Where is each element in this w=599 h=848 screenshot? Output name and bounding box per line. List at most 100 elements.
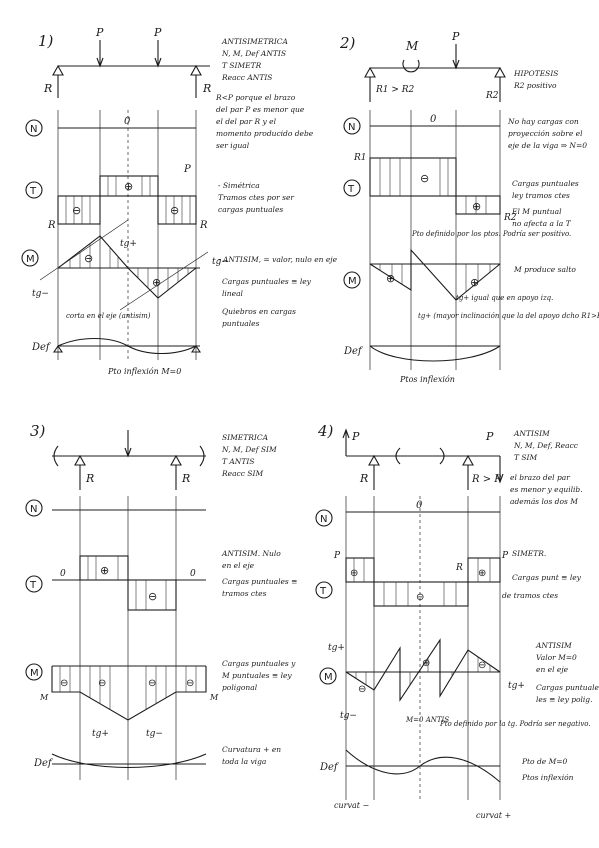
panel-4-T-sign-right: ⊕ bbox=[478, 568, 486, 579]
panel-1-label-R-right: R bbox=[202, 82, 211, 95]
panel-3-T-block-left bbox=[79, 555, 129, 581]
panel-3-Def-curve bbox=[51, 753, 207, 768]
panel-1-T-block-right bbox=[157, 195, 197, 225]
panel-1-T-block-left bbox=[57, 195, 101, 225]
panel-4-note-6: SIMETR. bbox=[512, 549, 546, 558]
panel-3-note-11: Curvatura + en bbox=[222, 745, 281, 754]
panel-3-T-hatch bbox=[87, 556, 167, 610]
panel-1-M-tangents bbox=[39, 219, 209, 311]
panel-1-M-sign-left: ⊖ bbox=[84, 252, 93, 265]
panel-1-M-tg-minus-left: tg− bbox=[32, 289, 49, 299]
panel-2-label-R-rel: R1 > R2 bbox=[375, 85, 415, 95]
panel-4-N-value: 0 bbox=[416, 500, 423, 511]
panel-4-note-11: en el eje bbox=[536, 665, 569, 674]
panel-1-note-8: ser igual bbox=[216, 141, 250, 150]
panel-1-note-15: Quiebros en cargas bbox=[222, 307, 296, 316]
panel-1-row-M-marker bbox=[21, 249, 39, 267]
panel-1-Def-curve bbox=[57, 338, 197, 354]
panel-3-M-sign-2: ⊖ bbox=[148, 678, 156, 689]
panel-1-N-value: 0 bbox=[124, 116, 131, 127]
panel-2-row-T-marker bbox=[343, 179, 361, 197]
panel-1-Def-note: Pto inflexión M=0 bbox=[107, 367, 181, 376]
panel-2-M-hatch bbox=[379, 264, 491, 292]
panel-2-supports bbox=[364, 66, 506, 78]
panel-4-note-12: Cargas puntuales bbox=[536, 683, 599, 692]
panel-3-note-7: tramos ctes bbox=[222, 589, 267, 598]
panel-2-T-block-left bbox=[369, 157, 457, 197]
panel-2-row-M: M bbox=[348, 276, 357, 287]
panel-4-note-9: ANTISIM bbox=[535, 641, 572, 650]
panel-3-note-5: en el eje bbox=[222, 561, 255, 570]
panel-4-M-sign-mid: ⊕ bbox=[422, 658, 430, 669]
panel-4-T-label-R: R bbox=[455, 563, 463, 573]
panel-2-row-Def: Def bbox=[343, 346, 364, 357]
panel-2-note-7: El M puntual bbox=[511, 207, 562, 216]
panel-3-end-moments bbox=[53, 445, 205, 467]
panel-1-label-P-right: P bbox=[153, 26, 162, 39]
panel-1-note-6: el del par R y el bbox=[216, 117, 277, 126]
panel-4-M-tg-minus: tg− bbox=[340, 711, 357, 721]
panel-3-T-zero-left: 0 bbox=[60, 569, 66, 579]
panel-4-note-5: además los dos M bbox=[510, 497, 578, 506]
panel-3-guides bbox=[79, 496, 177, 780]
panel-1-label-P-left: P bbox=[95, 26, 104, 39]
panel-2-note-1: R2 positivo bbox=[513, 81, 557, 90]
panel-1-Def-supports bbox=[52, 345, 202, 353]
panel-4-Def-curv-minus: curvat − bbox=[334, 801, 369, 810]
panel-1-T-label-R-right: R bbox=[199, 220, 208, 231]
panel-4-note-13: les ≡ ley polig. bbox=[536, 695, 593, 704]
panel-1-T-label-P: P bbox=[183, 164, 191, 175]
panel-3-M-sign-3: ⊖ bbox=[186, 678, 194, 689]
panel-4-load-left-arrow bbox=[342, 428, 350, 439]
panel-4-M-zero: M=0 ANTIS bbox=[405, 716, 449, 724]
panel-4-T-sign-left: ⊕ bbox=[350, 568, 358, 579]
panel-3-row-Def: Def bbox=[33, 758, 54, 769]
panel-3-M-label-left: M bbox=[39, 693, 49, 702]
panel-4-T-label-P-right: P bbox=[501, 551, 509, 561]
panel-2-T-label-R2: R2 bbox=[503, 213, 517, 223]
panel-4-note-15: Ptos inflexión bbox=[521, 773, 574, 782]
panel-4-notes: ANTISIM N, M, Def, Reacc T SIM el brazo … bbox=[502, 429, 599, 782]
panel-1-note-1: N, M, Def ANTIS bbox=[221, 49, 286, 58]
panel-4-T-sign-mid: ⊖ bbox=[416, 592, 424, 603]
panel-3-M-tg-plus: tg+ bbox=[92, 729, 109, 739]
panel-2-note-2: No hay cargas con bbox=[507, 117, 579, 126]
panel-3-M-diagram bbox=[51, 666, 207, 721]
panel-1-row-N: N bbox=[30, 124, 37, 135]
panel-3-note-2: T ANTIS bbox=[222, 457, 254, 466]
panel-1-M-sign-right: ⊕ bbox=[152, 276, 161, 289]
panel-1-T-sign-right: ⊖ bbox=[170, 204, 179, 217]
panel-2-moment bbox=[402, 59, 420, 73]
panel-2-label-P: P bbox=[451, 30, 460, 43]
panel-3-T-block-right bbox=[127, 579, 177, 611]
panel-2-guides bbox=[369, 110, 501, 370]
panel-1-note-13: Cargas puntuales ≡ ley bbox=[222, 277, 312, 286]
panel-2-M-note-3: tg+ (mayor inclinación que la del apoyo … bbox=[418, 312, 599, 320]
panel-3-row-N: N bbox=[30, 504, 37, 515]
panel-3-M-sign-0: ⊖ bbox=[60, 678, 68, 689]
panel-1-note-16: puntuales bbox=[222, 319, 260, 328]
panel-1-note-7: momento producido debe bbox=[216, 129, 314, 138]
panel-1-load-right-arrow bbox=[154, 57, 162, 68]
panel-4-note-0: ANTISIM bbox=[513, 429, 550, 438]
panel-2-label-M: M bbox=[405, 39, 419, 53]
panel-4-note-1: N, M, Def, Reacc bbox=[513, 441, 579, 450]
panel-1-T-block-mid bbox=[99, 175, 159, 197]
panel-4: 4) P P R R > P N 0 T bbox=[315, 422, 599, 820]
panel-4-label-R-left: R bbox=[359, 472, 368, 485]
panel-1-note-4: R<P porque el brazo bbox=[215, 93, 296, 102]
panel-4-row-M-marker bbox=[319, 667, 337, 685]
panel-2-M-sign-left: ⊕ bbox=[386, 272, 395, 285]
panel-1-label-R-left: R bbox=[43, 82, 52, 95]
panel-1-note-0: ANTISIMETRICA bbox=[221, 37, 289, 46]
panel-4-moments bbox=[395, 447, 445, 465]
panel-2-T-label-R1: R1 bbox=[353, 153, 367, 163]
panel-3-row-T: T bbox=[29, 580, 37, 591]
panel-3-note-12: toda la viga bbox=[222, 757, 266, 766]
panel-4-T-hatch bbox=[353, 558, 491, 606]
panel-2-number: 2) bbox=[339, 34, 356, 52]
panel-3-note-1: N, M, Def SIM bbox=[221, 445, 277, 454]
panel-4-label-P-right: P bbox=[485, 430, 494, 443]
panel-2-note-4: eje de la viga ⇒ N=0 bbox=[508, 141, 587, 150]
panel-4-T-label-P-left: P bbox=[333, 551, 341, 561]
